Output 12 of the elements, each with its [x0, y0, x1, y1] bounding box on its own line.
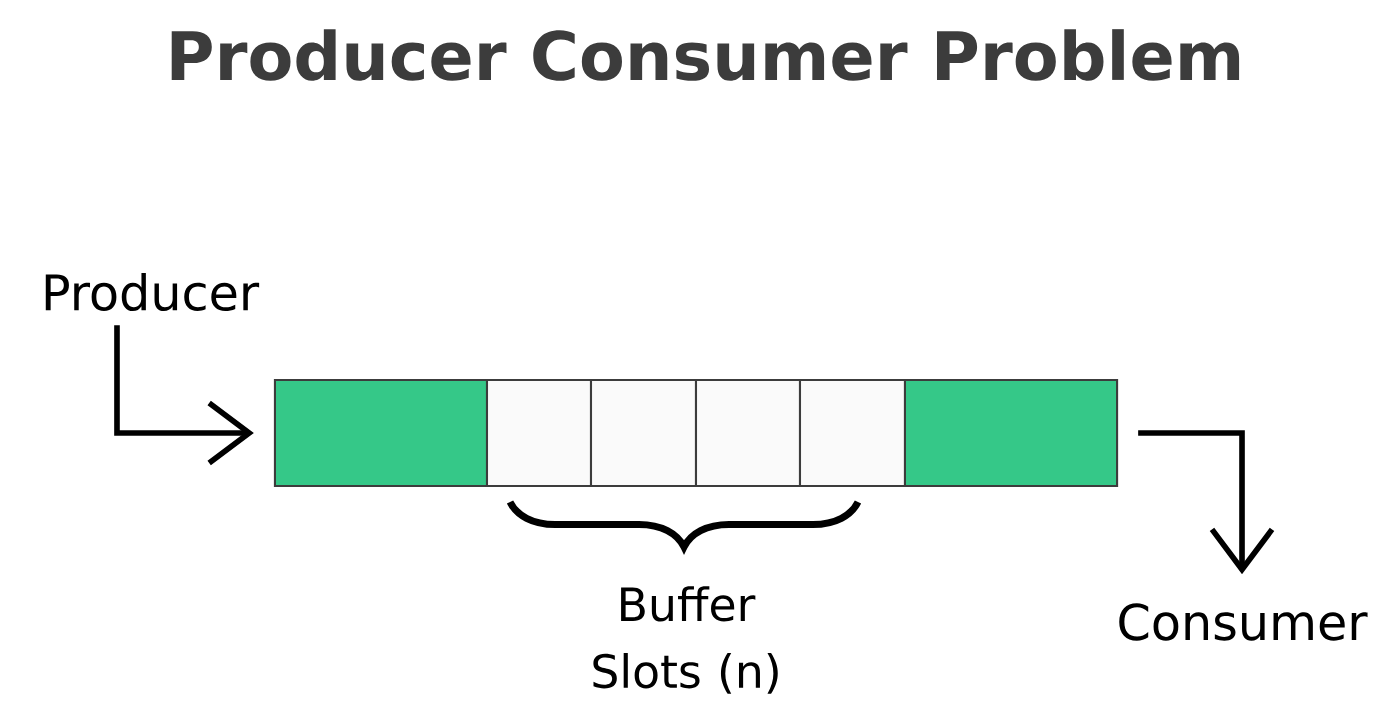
buffer-slot — [589, 378, 698, 488]
node-label: Producer — [45, 272, 260, 312]
arrow — [114, 325, 254, 466]
filled-slot — [903, 378, 1119, 488]
buffer-slot — [694, 378, 802, 488]
brace-label: Buffer Slots (n) — [593, 586, 778, 694]
title: Producer Consumer Problem — [171, 29, 1240, 81]
buffer-slot — [798, 378, 907, 488]
filled-slot — [273, 378, 489, 488]
arrow — [1138, 430, 1275, 575]
node-label: Consumer — [1119, 603, 1368, 641]
buffer-slot — [485, 378, 593, 488]
